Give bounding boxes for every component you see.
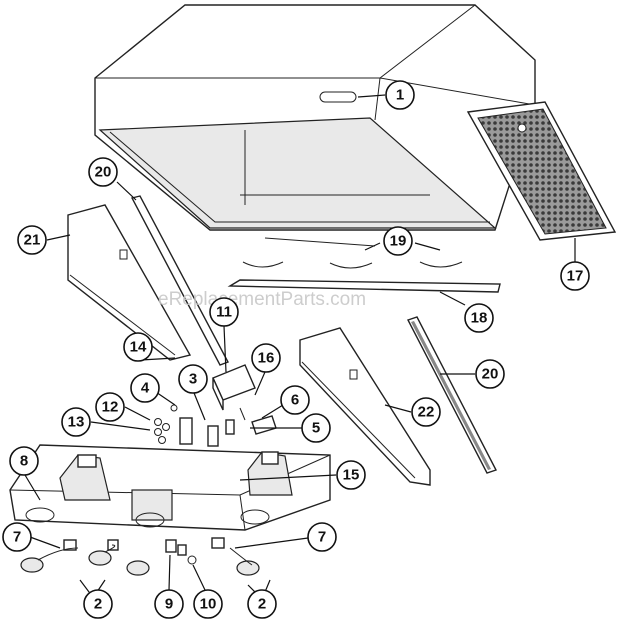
callout-9-label: 9	[165, 596, 173, 613]
callout-4: 4	[130, 373, 160, 403]
switch-hardware	[154, 404, 235, 447]
callout-7-left: 7	[2, 522, 32, 552]
callout-12-label: 12	[102, 399, 119, 416]
callout-3: 3	[178, 364, 208, 394]
lens-clips	[242, 237, 463, 269]
hood-canopy	[94, 4, 536, 231]
callout-13-label: 13	[68, 414, 85, 431]
callout-13: 13	[61, 407, 91, 437]
callout-2-right: 2	[247, 589, 277, 619]
callout-12: 12	[95, 392, 125, 422]
callout-19-label: 19	[390, 233, 407, 250]
front-rail	[227, 279, 501, 293]
callout-21: 21	[17, 225, 47, 255]
grease-filter	[466, 101, 617, 241]
callout-11: 11	[209, 297, 239, 327]
callout-19: 19	[383, 226, 413, 256]
left-trim-strip	[130, 195, 229, 366]
callout-15: 15	[336, 460, 366, 490]
callout-22: 22	[411, 397, 441, 427]
callout-14: 14	[123, 332, 153, 362]
callout-1: 1	[385, 80, 415, 110]
watermark-text: eReplacementParts.com	[158, 289, 366, 310]
callout-6: 6	[280, 385, 310, 415]
callout-18-label: 18	[471, 310, 488, 327]
callout-18: 18	[464, 303, 494, 333]
callout-15-label: 15	[343, 467, 360, 484]
callout-20-right: 20	[475, 359, 505, 389]
callout-8-label: 8	[20, 453, 28, 470]
lamp-sockets	[20, 537, 260, 576]
callout-1-label: 1	[396, 87, 404, 104]
leader-lines	[24, 94, 576, 601]
callout-9: 9	[154, 589, 184, 619]
callout-3-label: 3	[189, 371, 197, 388]
right-side-panel	[299, 327, 431, 486]
callout-7-right: 7	[307, 522, 337, 552]
mounting-bracket	[239, 407, 277, 435]
blower-housing	[9, 444, 331, 531]
callout-21-label: 21	[24, 232, 41, 249]
callout-20-left-label: 20	[95, 164, 112, 181]
callout-16: 16	[251, 343, 281, 373]
callout-7-right-label: 7	[318, 529, 326, 546]
callout-16-label: 16	[258, 350, 275, 367]
callout-2-right-label: 2	[258, 596, 266, 613]
callout-17-label: 17	[567, 268, 584, 285]
callout-5-label: 5	[312, 420, 320, 437]
callout-2-left-label: 2	[94, 596, 102, 613]
callout-20-left: 20	[88, 157, 118, 187]
callout-22-label: 22	[418, 404, 435, 421]
callout-17: 17	[560, 261, 590, 291]
callout-6-label: 6	[291, 392, 299, 409]
callout-8: 8	[9, 446, 39, 476]
callout-7-left-label: 7	[13, 529, 21, 546]
callout-20-right-label: 20	[482, 366, 499, 383]
junction-box	[212, 364, 256, 411]
callout-2-left: 2	[83, 589, 113, 619]
callout-4-label: 4	[141, 380, 150, 397]
callout-5: 5	[301, 413, 331, 443]
left-side-panel	[67, 204, 192, 361]
callout-11-label: 11	[216, 304, 232, 321]
callout-10: 10	[193, 589, 223, 619]
callout-14-label: 14	[130, 339, 147, 356]
callout-10-label: 10	[200, 596, 217, 613]
right-trim-strip	[407, 316, 497, 474]
